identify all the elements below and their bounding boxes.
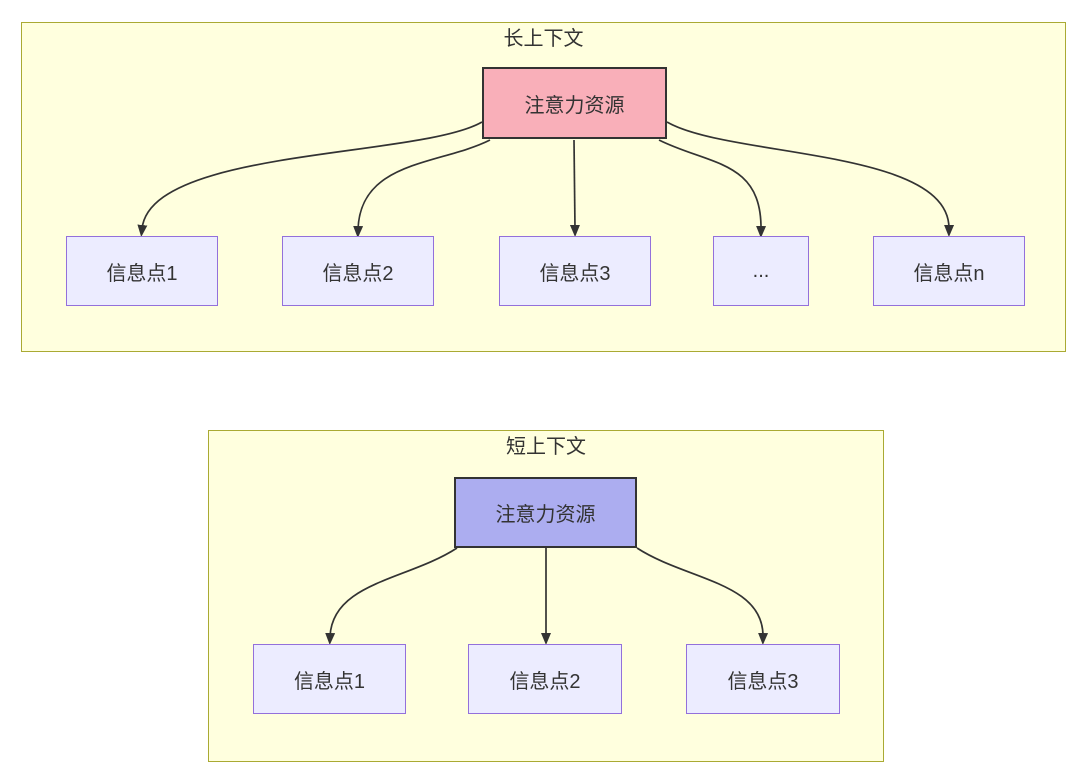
node-long-info-1: 信息点1 bbox=[66, 236, 218, 306]
node-long-info-n: 信息点n bbox=[873, 236, 1025, 306]
cluster-long-context-title: 长上下文 bbox=[503, 28, 584, 50]
node-short-info-1: 信息点1 bbox=[253, 644, 406, 714]
node-long-info-2: 信息点2 bbox=[282, 236, 434, 306]
node-attention-resource-long: 注意力资源 bbox=[482, 67, 667, 139]
node-long-info-3: 信息点3 bbox=[499, 236, 651, 306]
node-attention-resource-short: 注意力资源 bbox=[454, 477, 637, 548]
node-long-info-ellipsis: ... bbox=[713, 236, 809, 306]
node-label: 信息点1 bbox=[293, 670, 366, 693]
node-label: 信息点3 bbox=[727, 670, 799, 693]
node-short-info-3: 信息点3 bbox=[686, 644, 840, 714]
node-short-info-2: 信息点2 bbox=[468, 644, 622, 714]
cluster-short-context-title: 短上下文 bbox=[506, 436, 586, 458]
node-label: 信息点2 bbox=[322, 262, 394, 285]
node-label: 注意力资源 bbox=[524, 94, 625, 117]
node-label: ... bbox=[752, 259, 770, 282]
node-label: 信息点n bbox=[913, 262, 985, 285]
node-label: 信息点1 bbox=[106, 262, 178, 285]
node-label: 信息点2 bbox=[509, 670, 581, 693]
node-label: 信息点3 bbox=[539, 262, 611, 285]
node-label: 注意力资源 bbox=[495, 504, 596, 526]
